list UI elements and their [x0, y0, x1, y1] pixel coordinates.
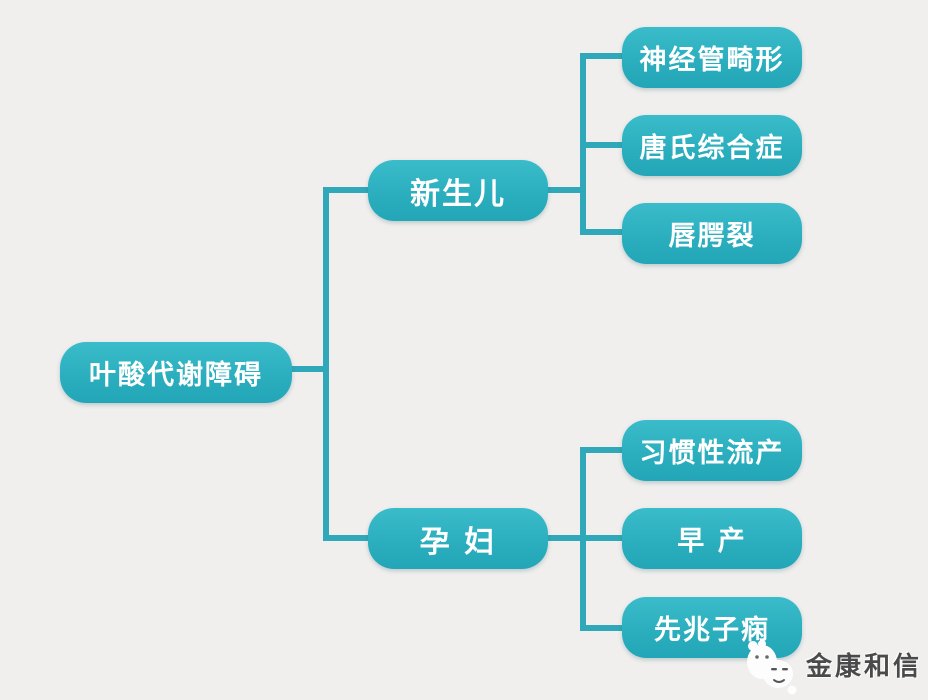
connector-pregnant-child-0	[580, 447, 622, 453]
connector-pregnant-child-1	[580, 535, 622, 541]
connector-to-pregnant	[323, 535, 368, 541]
leaf-node-neural-tube-defect: 神经管畸形	[622, 27, 802, 88]
brand-watermark: 金康和信	[740, 636, 922, 695]
connector-trunk	[323, 187, 329, 541]
connector-newborn-child-2	[580, 229, 622, 235]
leaf-node-label: 神经管畸形	[639, 45, 785, 76]
branch-node-newborn: 新生儿	[368, 160, 548, 221]
connector-to-newborn	[323, 187, 368, 193]
root-node-label: 叶酸代谢障碍	[89, 360, 263, 391]
connector-pregnant-child-2	[580, 625, 622, 631]
branch-node-label: 新生儿	[410, 176, 506, 212]
leaf-node-label: 唇腭裂	[668, 221, 756, 252]
leaf-node-label: 习惯性流产	[639, 438, 785, 469]
connector-root-stub	[290, 366, 327, 372]
branch-node-pregnant-woman: 孕 妇	[368, 508, 548, 569]
mascot-face-icon	[746, 640, 797, 695]
connector-newborn-stub	[548, 187, 584, 193]
brand-name: 金康和信	[805, 651, 922, 682]
leaf-node-preeclampsia: 先兆子痫	[622, 597, 802, 658]
connector-pregnant-stub	[548, 535, 584, 541]
leaf-node-habitual-miscarriage: 习惯性流产	[622, 420, 802, 481]
leaf-node-premature-birth: 早 产	[622, 508, 802, 569]
leaf-node-label: 先兆子痫	[654, 615, 770, 646]
branch-node-label: 孕 妇	[419, 524, 497, 560]
leaf-node-down-syndrome: 唐氏综合症	[622, 115, 802, 176]
connector-newborn-child-1	[580, 142, 622, 148]
connector-newborn-child-0	[580, 53, 622, 59]
root-node-folate-metabolism-disorder: 叶酸代谢障碍	[60, 342, 292, 403]
leaf-node-label: 唐氏综合症	[639, 133, 785, 164]
leaf-node-cleft-lip-palate: 唇腭裂	[622, 203, 802, 264]
leaf-node-label: 早 产	[677, 526, 747, 557]
